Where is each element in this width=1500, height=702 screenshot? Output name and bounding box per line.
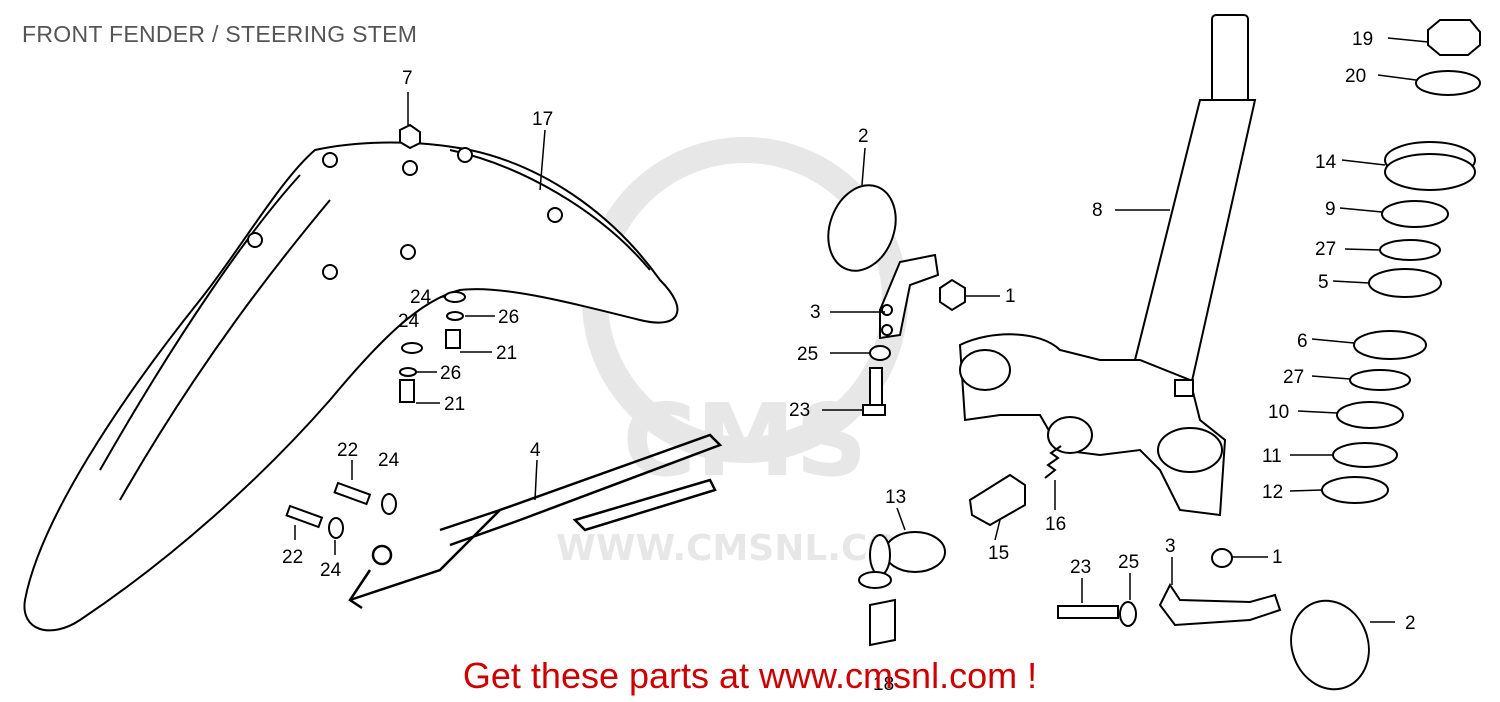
callout-2-bottom[interactable]: 2 (1405, 613, 1416, 634)
callout-9[interactable]: 9 (1325, 199, 1336, 220)
cap-cover-2[interactable] (817, 176, 907, 281)
callout-22-b[interactable]: 22 (282, 547, 303, 568)
bolt-22-washer-24[interactable] (285, 481, 397, 539)
callout-23-bottom[interactable]: 23 (1070, 557, 1091, 578)
lower-bearing-stack[interactable] (1321, 330, 1427, 504)
callout-24-a[interactable]: 24 (410, 287, 432, 308)
callout-11[interactable]: 11 (1262, 446, 1282, 467)
callout-3-bottom[interactable]: 3 (1165, 536, 1176, 557)
callout-18[interactable]: 18 (873, 674, 894, 695)
callout-4[interactable]: 4 (530, 440, 541, 461)
bottom-hardware[interactable] (1057, 548, 1381, 700)
callout-25-bottom[interactable]: 25 (1118, 552, 1139, 573)
callout-24-d[interactable]: 24 (320, 560, 342, 581)
callout-labels: 7 17 2 1 3 25 23 8 24 26 24 21 26 21 4 2… (282, 29, 1416, 695)
leader-lines (294, 37, 1429, 623)
callout-20[interactable]: 20 (1345, 66, 1366, 87)
bushing-13[interactable] (858, 531, 946, 589)
callout-5[interactable]: 5 (1318, 272, 1329, 293)
callout-23-top[interactable]: 23 (789, 400, 810, 421)
bracket-3[interactable] (879, 253, 940, 340)
callout-1-top[interactable]: 1 (1005, 286, 1016, 307)
callout-2-top[interactable]: 2 (858, 126, 869, 147)
callout-1-bottom[interactable]: 1 (1272, 547, 1283, 568)
nut-1[interactable] (939, 278, 966, 312)
callout-13[interactable]: 13 (885, 487, 906, 508)
callout-8[interactable]: 8 (1092, 200, 1103, 221)
upper-bearing-stack[interactable] (1368, 19, 1481, 298)
front-fender[interactable] (23, 141, 679, 632)
callout-7[interactable]: 7 (402, 68, 413, 89)
callout-17[interactable]: 17 (532, 109, 553, 130)
plate-18[interactable] (869, 598, 896, 647)
callout-22-a[interactable]: 22 (337, 440, 358, 461)
callout-21-a[interactable]: 21 (496, 343, 517, 364)
callout-25-top[interactable]: 25 (797, 344, 818, 365)
callout-3-top[interactable]: 3 (810, 302, 821, 323)
callout-14[interactable]: 14 (1315, 152, 1337, 173)
callout-19[interactable]: 19 (1352, 29, 1373, 50)
callout-26-b[interactable]: 26 (440, 363, 461, 384)
callout-15[interactable]: 15 (988, 543, 1009, 564)
lock-plate-15[interactable] (968, 473, 1026, 527)
callout-10[interactable]: 10 (1268, 402, 1289, 423)
callout-24-c[interactable]: 24 (378, 450, 400, 471)
callout-27-b[interactable]: 27 (1283, 367, 1304, 388)
footer-link[interactable]: Get these parts at www.cmsnl.com ! (462, 655, 1038, 696)
watermark-brand: CMS (623, 382, 868, 499)
fender-stay-4[interactable] (348, 433, 723, 610)
callout-21-b[interactable]: 21 (444, 394, 465, 415)
callout-26-a[interactable]: 26 (498, 307, 519, 328)
callout-27-a[interactable]: 27 (1315, 239, 1336, 260)
callout-6[interactable]: 6 (1297, 331, 1308, 352)
callout-16[interactable]: 16 (1045, 514, 1066, 535)
steering-stem-8[interactable] (958, 14, 1257, 517)
page-title: FRONT FENDER / STEERING STEM (22, 21, 418, 47)
nut-7[interactable] (399, 123, 421, 150)
callout-24-b[interactable]: 24 (398, 311, 420, 332)
callout-12[interactable]: 12 (1262, 482, 1283, 503)
spring-16[interactable] (1044, 445, 1062, 479)
